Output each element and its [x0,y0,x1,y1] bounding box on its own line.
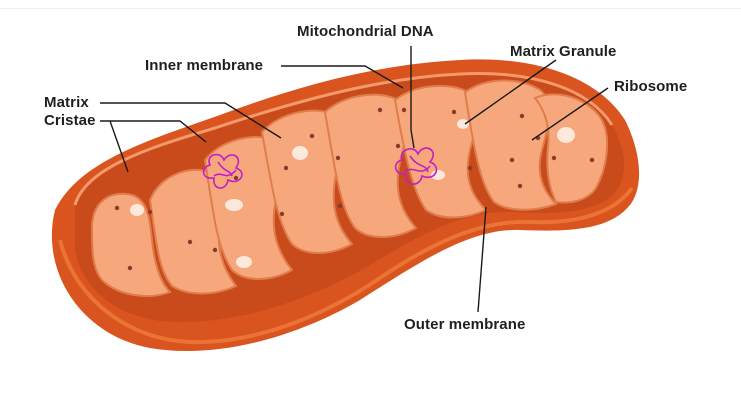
ribosome-dot [401,107,407,113]
dna-loop-left [202,153,243,189]
granule [130,204,144,216]
granule [557,127,575,143]
outer-membrane-rim [58,186,634,345]
ribosome-dot [551,155,557,161]
ribosome-dot [335,155,341,161]
label-mitochondrial-dna: Mitochondrial DNA [297,23,434,40]
leader-mtdna-2 [410,129,415,149]
ribosome-dot [509,157,515,163]
label-outer-membrane: Outer membrane [404,316,526,333]
dna-loop-right [394,147,438,185]
granule [292,146,308,160]
ribosome-dot [519,113,525,119]
crista-fold-1 [90,192,172,297]
ribosome-dot [517,183,523,189]
ribosome-dot [283,165,289,171]
label-matrix: Matrix [44,94,89,111]
leader-lines [100,46,609,313]
ribosome-dot [233,175,239,181]
label-ribosome: Ribosome [614,78,688,95]
ribosome-dot [377,107,383,113]
leader-matrix-granule [464,59,557,125]
granule [236,256,252,268]
crista-fold-6 [393,84,488,219]
ribosome-dot [114,205,120,211]
ribosome-dot [309,133,315,139]
label-matrix-granule: Matrix Granule [510,43,617,60]
leader-inner-membrane [281,65,404,89]
ribosome-dot [279,211,285,217]
granule [431,170,445,180]
granule [225,199,243,211]
matrix-granules [130,119,575,268]
leader-matrix [100,102,282,139]
mitochondrial-dna-strands [202,147,438,189]
crista-fold-8 [533,93,609,204]
ribosome-dot [212,247,218,253]
cristae-group [90,79,609,297]
ribosome-dot [187,239,193,245]
ribosome-dot [147,209,153,215]
ribosome-dot [337,203,343,209]
label-inner-membrane: Inner membrane [145,57,264,74]
crista-fold-5 [323,93,418,238]
ribosome-dot [451,109,457,115]
leader-cristae-2 [110,120,207,143]
ribosome-dot [589,157,595,163]
top-divider [0,8,741,9]
leader-outer-membrane [477,206,487,313]
leader-ribosome [531,87,609,141]
crista-fold-7 [463,79,558,211]
ribosome-dot [467,165,473,171]
granule [457,119,469,129]
ribosome-dot [395,143,401,149]
ribosome-dot [127,265,133,271]
label-cristae: Cristae [44,112,96,129]
